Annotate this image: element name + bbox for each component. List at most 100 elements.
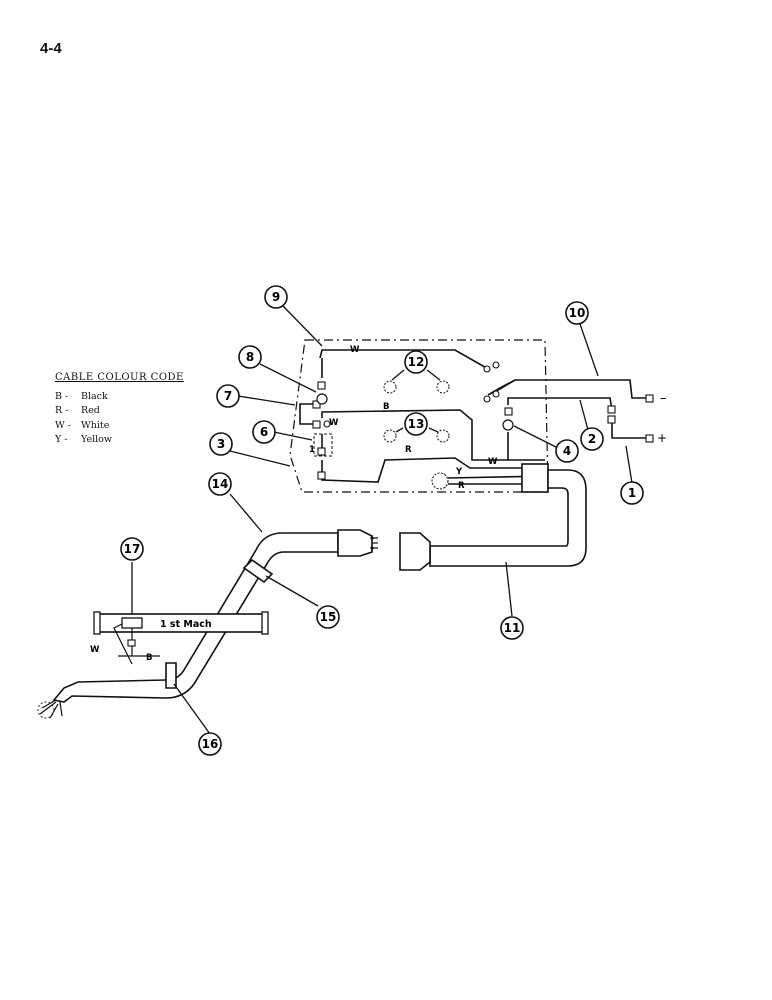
callout-number: 10 xyxy=(569,306,586,320)
callout-1: 1 xyxy=(620,481,644,505)
cable-socket xyxy=(337,529,373,557)
leader-1 xyxy=(625,445,633,484)
indicator-bulb xyxy=(383,380,397,394)
callout-6: 6 xyxy=(252,420,276,444)
leader-12a xyxy=(391,369,405,381)
leader-9 xyxy=(282,305,323,347)
leader-lines xyxy=(131,305,633,735)
callout-12: 12 xyxy=(404,350,428,374)
legend-name: Yellow xyxy=(81,434,112,446)
callout-14: 14 xyxy=(208,472,232,496)
terminal xyxy=(312,420,321,429)
leader-16 xyxy=(173,683,211,735)
marker-wiring xyxy=(113,623,160,665)
wire-label-black: B xyxy=(146,653,152,663)
indicator-bulb xyxy=(383,429,397,443)
callout-number: 8 xyxy=(246,350,254,364)
switch-contact xyxy=(492,390,500,398)
callout-number: 14 xyxy=(212,477,229,491)
cable-end xyxy=(37,701,55,719)
terminal xyxy=(607,415,616,424)
callout-number: 3 xyxy=(217,437,225,451)
lamp-symbol xyxy=(316,393,328,405)
callout-7: 7 xyxy=(216,384,240,408)
callout-16: 16 xyxy=(198,732,222,756)
cable-clip-15 xyxy=(242,558,274,584)
marker-label: 1 st Mach xyxy=(160,619,212,630)
negative-terminal xyxy=(645,394,654,403)
callout-number: 1 xyxy=(628,486,636,500)
callout-10: 10 xyxy=(565,301,589,325)
leader-13a xyxy=(395,427,404,433)
positive-sign: + xyxy=(657,431,667,445)
wire-link-7 xyxy=(299,403,316,425)
terminal xyxy=(317,447,326,456)
leader-6 xyxy=(273,431,313,441)
legend-code: R - xyxy=(55,405,69,417)
switch-contact xyxy=(483,395,491,403)
terminal xyxy=(317,381,326,390)
legend-code: Y - xyxy=(55,434,68,446)
leader-15 xyxy=(265,575,319,607)
callout-11: 11 xyxy=(500,616,524,640)
callout-number: 12 xyxy=(408,355,425,369)
callout-4: 4 xyxy=(555,439,579,463)
callout-2: 2 xyxy=(580,427,604,451)
wire-right-switch-b xyxy=(494,379,516,393)
marker-switch xyxy=(121,617,143,629)
wire-right-switch xyxy=(487,379,648,399)
callout-13: 13 xyxy=(404,412,428,436)
page-number: 4-4 xyxy=(40,40,62,57)
callout-number: 7 xyxy=(224,389,232,403)
wire-label-black: B xyxy=(383,402,389,412)
leader-2 xyxy=(579,399,589,431)
wire-label-white: W xyxy=(90,645,100,655)
cable-end-wires xyxy=(39,699,63,719)
terminal xyxy=(607,405,616,414)
wire-label-white: W xyxy=(350,345,360,355)
legend-entry-white: W - White xyxy=(55,418,184,433)
switch-contact xyxy=(492,361,500,369)
leader-12b xyxy=(426,369,441,381)
wire-label-white: W xyxy=(329,418,339,428)
sleeve-end xyxy=(93,611,101,635)
wire-label-red: R xyxy=(405,445,412,455)
terminal xyxy=(504,407,513,416)
callout-3: 3 xyxy=(209,432,233,456)
callout-number: 16 xyxy=(202,737,219,751)
terminal xyxy=(312,400,321,409)
callout-8: 8 xyxy=(238,345,262,369)
socket-pins xyxy=(372,537,378,549)
sleeve-end xyxy=(261,611,269,635)
legend-name: Black xyxy=(81,390,108,402)
wire-b-middle xyxy=(321,409,545,461)
legend-entry-yellow: Y - Yellow xyxy=(55,433,184,448)
leader-3 xyxy=(229,450,291,467)
cable-harness-14 xyxy=(52,532,339,703)
wire-label-one: 1 xyxy=(309,445,315,455)
legend-entry-black: B - Black xyxy=(55,389,184,404)
leader-7 xyxy=(237,395,296,406)
terminal xyxy=(127,639,136,647)
callout-number: 9 xyxy=(272,290,280,304)
connector-ring xyxy=(431,472,449,490)
callout-number: 13 xyxy=(408,417,425,431)
legend-name: White xyxy=(81,419,110,431)
switch-contact xyxy=(323,420,331,428)
callout-number: 4 xyxy=(563,444,571,458)
callout-number: 15 xyxy=(320,610,337,624)
indicator-bulb xyxy=(436,429,450,443)
negative-sign: – xyxy=(660,391,667,406)
wire-white-top xyxy=(319,349,491,371)
legend-code: B - xyxy=(55,390,69,402)
callout-number: 11 xyxy=(504,621,521,635)
wire-fuse-4 xyxy=(507,397,613,411)
control-box-outline xyxy=(289,339,549,493)
callout-17: 17 xyxy=(120,537,144,561)
positive-terminal xyxy=(645,434,654,443)
callout-9: 9 xyxy=(264,285,288,309)
wire-label-red: R xyxy=(458,481,465,491)
callout-number: 2 xyxy=(588,432,596,446)
terminal xyxy=(317,471,326,480)
